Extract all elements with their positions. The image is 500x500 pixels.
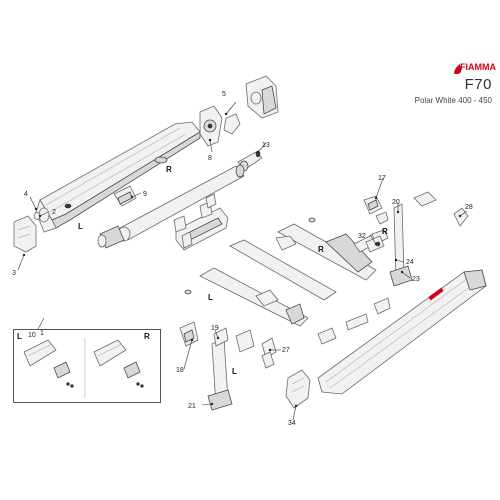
part-left-arm — [184, 239, 337, 327]
label-part-34: 34 — [288, 420, 296, 427]
part-10-inset-box — [13, 329, 161, 403]
part-support-leg-left — [207, 327, 233, 411]
label-part-5: 5 — [222, 91, 226, 98]
label-part-13: 13 — [262, 142, 270, 149]
part-10-inset-contents — [23, 338, 144, 398]
brand-name: FIAMMA — [460, 62, 496, 72]
label-part-23: 23 — [412, 276, 420, 283]
side-mark-l-arm: L — [208, 293, 213, 302]
label-part-19: 19 — [211, 325, 219, 332]
label-part-1: 1 — [40, 330, 44, 337]
part-gear-assembly — [199, 105, 241, 147]
label-part-4: 4 — [24, 191, 28, 198]
part-end-cap-left — [13, 212, 41, 253]
part-number-labels: 4 2 3 5 8 9 13 17 20 28 32 24 23 10 18 1… — [12, 91, 473, 427]
part-center-brackets — [173, 193, 229, 251]
side-mark-l-leg: L — [232, 367, 237, 376]
model-variant: Polar White 400 - 450 — [414, 96, 492, 105]
label-part-10: 10 — [28, 332, 36, 339]
label-part-32: 32 — [358, 233, 366, 240]
label-part-17: 17 — [378, 175, 386, 182]
part-roller-profile — [35, 121, 201, 233]
label-part-3: 3 — [12, 270, 16, 277]
side-mark-r-arm: R — [318, 245, 324, 254]
part-motor-cover — [245, 75, 279, 119]
model-name: F70 — [464, 76, 492, 93]
part-front-rail — [317, 269, 487, 395]
side-mark-l-roller: L — [78, 222, 83, 231]
side-marks: L R L R L R L R — [17, 165, 388, 376]
part-roller-tube — [97, 164, 245, 249]
side-mark-r-inset: R — [144, 332, 150, 341]
label-part-24: 24 — [406, 259, 414, 266]
side-mark-r-leg: R — [382, 227, 388, 236]
side-mark-r-roller: R — [166, 165, 172, 174]
label-part-20: 20 — [392, 199, 400, 206]
leader-lines — [17, 101, 468, 421]
label-part-8: 8 — [208, 155, 212, 162]
label-part-2: 2 — [52, 209, 56, 216]
label-part-27: 27 — [282, 347, 290, 354]
label-part-28: 28 — [465, 204, 473, 211]
leader-dots — [22, 112, 462, 408]
part-support-bracket — [113, 185, 137, 207]
part-rail-inserts — [317, 297, 391, 345]
part-clips-27 — [235, 329, 277, 369]
part-clips-17 — [363, 195, 389, 225]
fiamma-logo — [454, 64, 462, 74]
part-end-cap-right — [285, 369, 311, 409]
side-mark-l-inset: L — [17, 332, 22, 341]
part-clips-18 — [179, 321, 199, 347]
label-part-18: 18 — [176, 367, 184, 374]
label-part-21: 21 — [188, 403, 196, 410]
label-part-9: 9 — [143, 191, 147, 198]
